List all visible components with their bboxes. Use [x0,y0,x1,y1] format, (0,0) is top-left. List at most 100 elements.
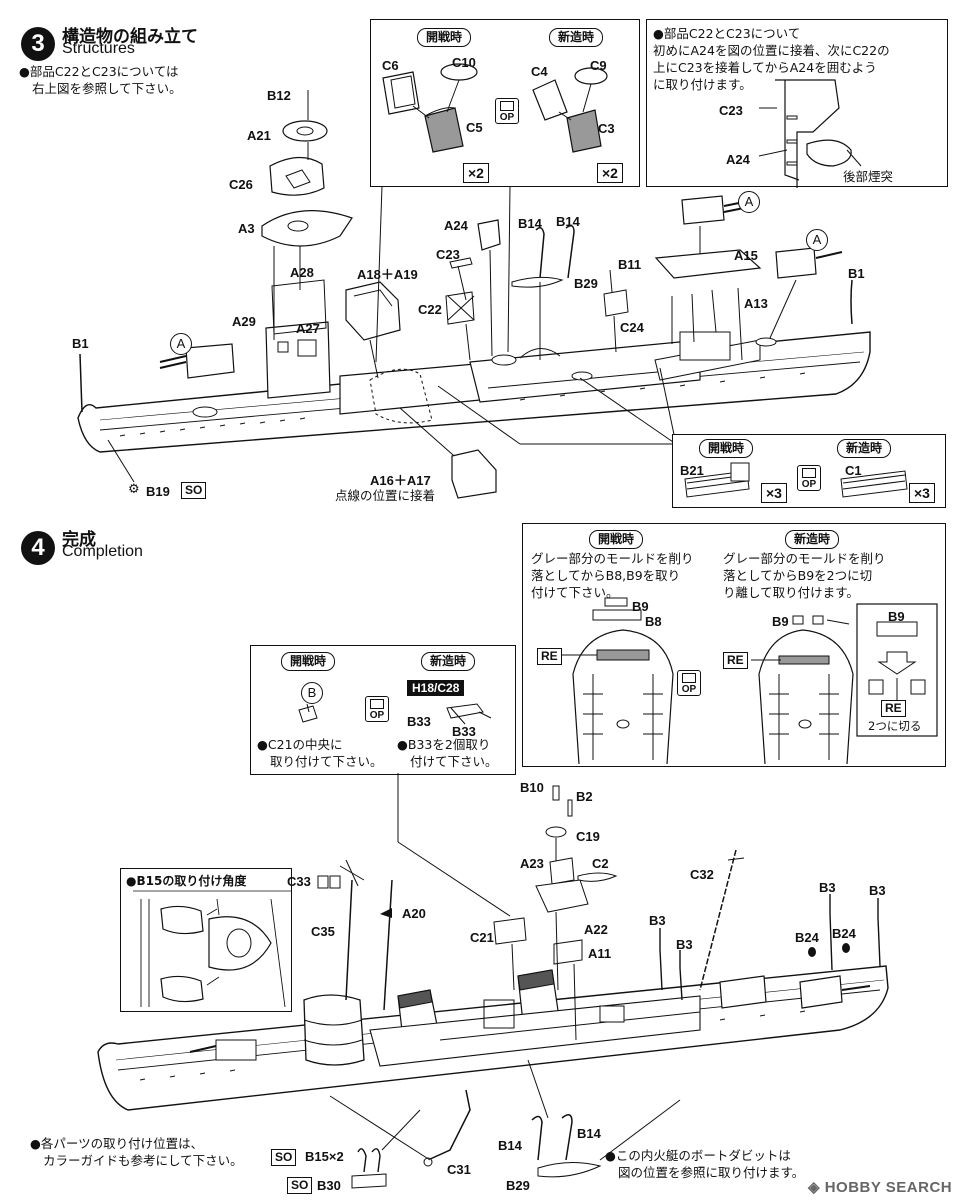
note-line1: グレー部分のモールドを削り [723,551,886,566]
note-line1: ●部品C22とC23について [653,26,801,41]
part-label-b1: B1 [72,336,89,351]
note-line3: 付けて下さい。 [531,585,619,600]
step-4-title: 完成 [62,530,96,550]
part-label-c9: C9 [590,58,607,73]
part-label-a24: A24 [444,218,468,233]
note-line1: ●この内火艇のボートダビットは [605,1148,791,1163]
turret-a-marker-3: A [806,229,828,251]
watermark: ◈ HOBBY SEARCH [808,1178,952,1196]
part-label-a20: A20 [402,906,426,921]
note-line1: ●B33を2個取り [397,737,491,752]
so-tag-b30: SO [287,1177,313,1194]
optional-parts-icon: OP [495,98,519,124]
part-label-a23: A23 [520,856,544,871]
so-tag-b19: SO [181,482,207,499]
variant-tag-opening: 開戦時 [589,530,644,549]
label-a18-a19: A18＋A19 [357,267,418,282]
part-label-a13: A13 [744,296,768,311]
optional-parts-icon: OP [677,670,701,696]
c23-a24-drawing [758,79,862,188]
note-line1: ●各パーツの取り付け位置は、 [30,1136,204,1151]
note-line4: に取り付けます。 [653,77,752,92]
watermark-icon: ◈ [808,1179,821,1196]
part-label-b14: B14 [577,1126,601,1141]
part-label-b33: B33 [452,724,476,739]
part-label-b9: B9 [888,609,905,624]
variant-tag-new-build: 新造時 [785,530,840,549]
part-label-b10: B10 [520,780,544,795]
turret-a-marker-2: A [738,191,760,213]
b33-note: ●B33を2個取り 付けて下さい。 [397,736,498,770]
part-label-b9: B9 [772,614,789,629]
part-label-a29: A29 [232,314,256,329]
part-label-c1: C1 [845,463,862,478]
b8-b9-opening-note: グレー部分のモールドを削り 落としてからB8,B9を取り 付けて下さい。 [531,550,694,601]
part-label-b11: B11 [618,257,642,272]
label-a16-a17-note: 点線の位置に接着 [335,488,436,503]
part-label-a3: A3 [238,221,255,236]
part-label-a22: A22 [584,922,608,937]
variant-box-funnel-caps: 開戦時 新造時 OP ×2 ×2 [370,19,640,187]
variant-tag-opening: 開戦時 [417,28,472,47]
part-label-b14: B14 [518,216,542,231]
part-label-c4: C4 [531,64,548,79]
note-line3: り離して取り付けます。 [723,585,859,600]
part-label-b1: B1 [848,266,865,281]
note-line3: 上にC23を接着してからA24を囲むよう [653,60,877,75]
re-tag-left: RE [537,648,562,665]
part-label-b33: B33 [407,714,431,729]
optional-parts-icon: OP [797,465,821,491]
note-line1: ●C21の中央に [257,737,343,752]
variant-tag-new-build: 新造時 [421,652,476,671]
turret-a-marker-1: A [170,333,192,355]
part-label-b24: B24 [795,930,819,945]
step-4-number: 4 [21,531,55,565]
label-b15x2: B15×2 [305,1149,344,1164]
part-label-c3: C3 [598,121,615,136]
part-label-a24: A24 [726,152,750,167]
variant-tag-new-build: 新造時 [837,439,892,458]
c21-note: ●C21の中央に 取り付けて下さい。 [257,736,383,770]
label-a16-a17: A16＋A17 [370,473,431,488]
re-tag-inset: RE [881,700,906,717]
note-line2: 落としてからB9を2つに切 [723,568,873,583]
optional-parts-icon: OP [365,696,389,722]
funnel-caps-drawing [382,63,608,153]
variant-tag-opening: 開戦時 [281,652,336,671]
part-label-b3: B3 [819,880,836,895]
part-label-b14: B14 [498,1138,522,1153]
part-label-b24: B24 [832,926,856,941]
rear-funnel-label: 後部煙突 [843,169,894,184]
part-tag-h18-c28: H18/C28 [407,680,465,696]
multiplier-left: ×2 [463,163,489,183]
part-label-b12: B12 [267,88,291,103]
part-label-b14: B14 [556,214,580,229]
bottom-note-right: ●この内火艇のボートダビットは 図の位置を参照に取り付けます。 [605,1147,804,1181]
note-line2: カラーガイドも参考にして下さい。 [43,1153,243,1168]
part-label-c21: C21 [470,930,494,945]
note-c22-c23-text: ●部品C22とC23について 初めにA24を図の位置に接着、次にC22の 上にC… [653,25,890,93]
torpedo-drawing [684,462,908,498]
part-label-b30: B30 [317,1178,341,1193]
part-label-b19: B19 [146,484,170,499]
variant-box-b8-b9: 開戦時 新造時 グレー部分のモールドを削り 落としてからB8,B9を取り 付けて… [522,523,946,767]
part-label-c5: C5 [466,120,483,135]
step-3-note-line2: 右上図を参照して下さい。 [32,81,182,96]
b15-angle-title: ●B15の取り付け角度 [126,874,247,888]
b15-angle-inset: ●B15の取り付け角度 [120,868,292,1012]
part-label-c26: C26 [229,177,253,192]
variant-box-c21-b33: 開戦時 新造時 B H18/C28 OP ●C21の中央に 取り付けて下さい。 … [250,645,516,775]
part-label-c2: C2 [592,856,609,871]
step-3-ship-drawing [77,90,871,499]
multiplier-right: ×2 [597,163,623,183]
part-label-b3: B3 [676,937,693,952]
part-label-c23: C23 [719,103,743,118]
variant-box-torpedo: 開戦時 新造時 OP ×3 ×3 [672,434,946,508]
part-label-a21: A21 [247,128,271,143]
multiplier-right: ×3 [909,483,935,503]
deck-plan-drawing [559,597,938,765]
part-label-c35: C35 [311,924,335,939]
b19-part-icon: ⚙ [128,482,140,497]
part-label-a11: A11 [588,946,612,961]
